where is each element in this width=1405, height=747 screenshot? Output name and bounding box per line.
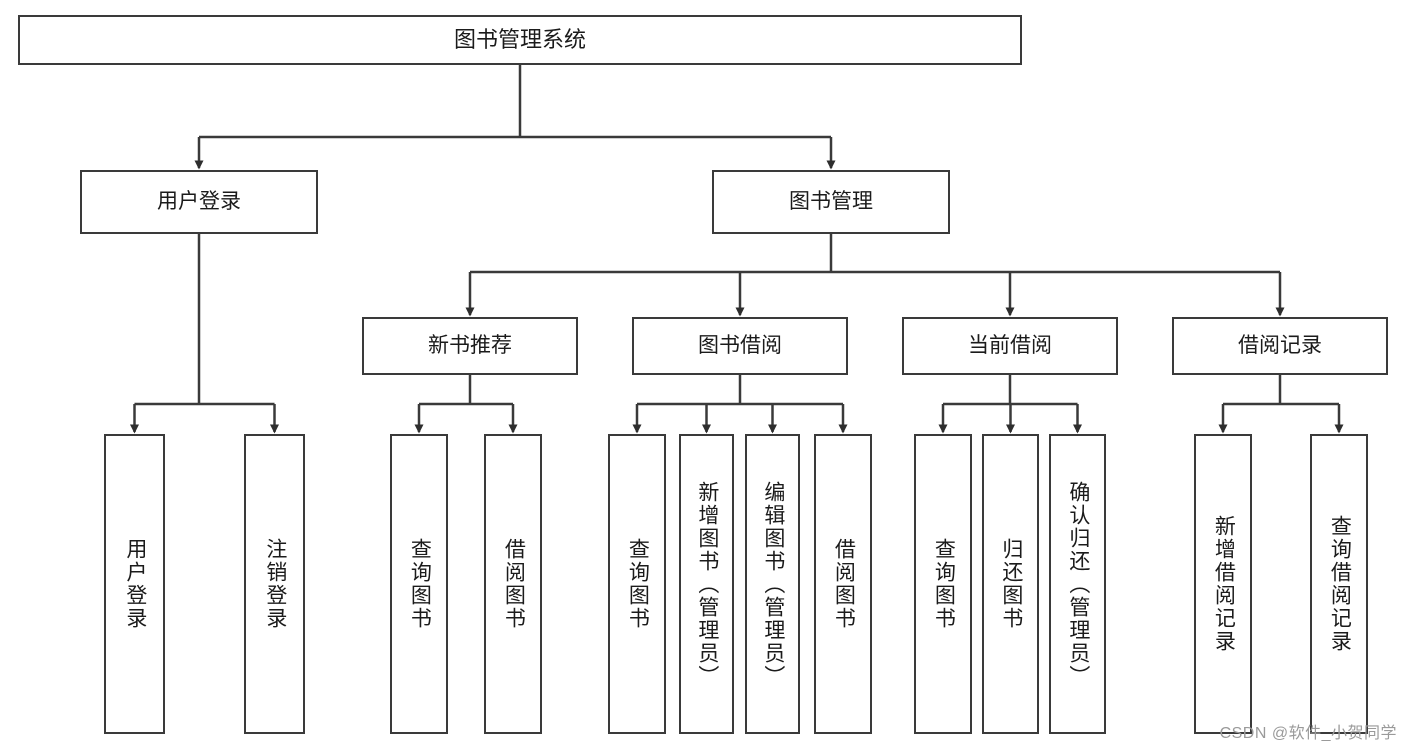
node-label: 编辑图书（管理员） [761, 480, 785, 688]
node-label: 查询图书 [932, 538, 956, 630]
node-label: 归还图书 [999, 538, 1023, 630]
node-leaf-4[interactable]: 借阅图书 [484, 434, 542, 734]
node-leaf-13[interactable]: 查询借阅记录 [1310, 434, 1368, 734]
node-label: 查询图书 [626, 538, 650, 630]
node-leaf-5[interactable]: 查询图书 [608, 434, 666, 734]
node-history[interactable]: 借阅记录 [1172, 317, 1388, 375]
node-label: 确认归还（管理员） [1066, 480, 1090, 688]
watermark-text: CSDN @软件_小贺同学 [1219, 725, 1397, 742]
node-label: 新增借阅记录 [1212, 515, 1236, 653]
node-label: 用户登录 [157, 189, 241, 213]
node-borrow[interactable]: 图书借阅 [632, 317, 848, 375]
node-leaf-3[interactable]: 查询图书 [390, 434, 448, 734]
node-label: 查询图书 [408, 538, 432, 630]
node-label: 图书管理 [789, 189, 873, 213]
node-leaf-1[interactable]: 用户登录 [104, 434, 165, 734]
node-root[interactable]: 图书管理系统 [18, 15, 1022, 65]
node-leaf-9[interactable]: 查询图书 [914, 434, 972, 734]
node-label: 新书推荐 [428, 333, 512, 357]
node-label: 借阅图书 [502, 538, 526, 630]
node-leaf-8[interactable]: 借阅图书 [814, 434, 872, 734]
node-leaf-10[interactable]: 归还图书 [982, 434, 1039, 734]
node-leaf-2[interactable]: 注销登录 [244, 434, 305, 734]
node-newrec[interactable]: 新书推荐 [362, 317, 578, 375]
node-label: 图书借阅 [698, 333, 782, 357]
node-leaf-11[interactable]: 确认归还（管理员） [1049, 434, 1106, 734]
node-bookmgmt[interactable]: 图书管理 [712, 170, 950, 234]
node-leaf-7[interactable]: 编辑图书（管理员） [745, 434, 800, 734]
node-label: 新增图书（管理员） [695, 480, 719, 688]
node-leaf-12[interactable]: 新增借阅记录 [1194, 434, 1252, 734]
node-login[interactable]: 用户登录 [80, 170, 318, 234]
node-label: 用户登录 [123, 538, 147, 630]
node-label: 查询借阅记录 [1328, 515, 1352, 653]
node-label: 图书管理系统 [453, 27, 586, 53]
node-leaf-6[interactable]: 新增图书（管理员） [679, 434, 734, 734]
node-label: 注销登录 [263, 538, 287, 630]
node-label: 当前借阅 [968, 333, 1052, 357]
node-label: 借阅图书 [832, 538, 856, 630]
node-current[interactable]: 当前借阅 [902, 317, 1118, 375]
node-label: 借阅记录 [1238, 333, 1322, 357]
